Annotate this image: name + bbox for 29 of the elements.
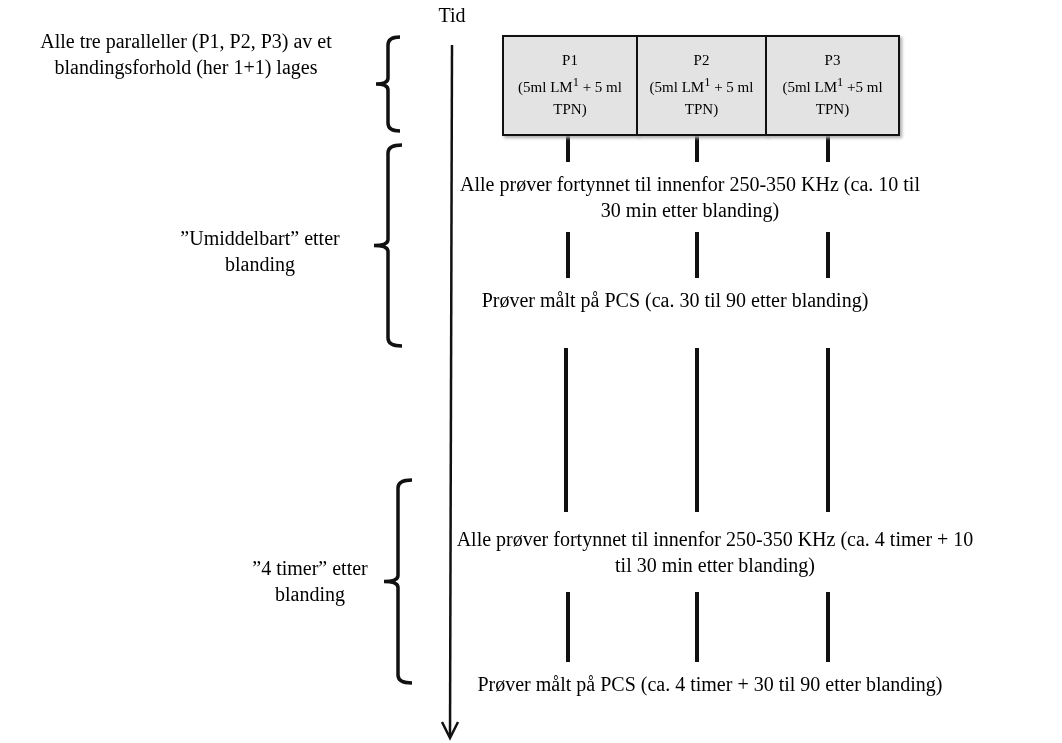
sample-box — [765, 35, 900, 136]
connector-line — [566, 592, 570, 662]
connector-line — [695, 348, 699, 512]
connector-line — [826, 592, 830, 662]
step-text: Prøver målt på PCS (ca. 30 til 90 etter blanding) — [481, 288, 869, 313]
sample-label: P1 — [561, 51, 579, 70]
sample-content: (5ml LM$^{1}$ + 5 ml TPN) — [517, 74, 623, 119]
connector-line — [566, 136, 570, 162]
step-text: Alle prøver fortynnet til innenfor 250-350 KHz (ca. 4 timer + 10 til 30 min etter blanding) — [455, 527, 975, 578]
connector-line — [826, 232, 830, 278]
connector-line — [566, 232, 570, 278]
sample-box — [636, 35, 767, 136]
bracket-label: Alle tre paralleller (P1, P2, P3) av et blandingsforhold (her 1+1) lages — [39, 29, 333, 80]
sample-label: P3 — [823, 51, 842, 70]
connector-line — [826, 348, 830, 512]
step-text: Alle prøver fortynnet til innenfor 250-350 KHz (ca. 10 til 30 min etter blanding) — [459, 172, 921, 223]
bracket-label: ”4 timer” etter blanding — [251, 556, 369, 607]
connector-line — [695, 592, 699, 662]
axis-label: Tid — [437, 3, 467, 28]
bracket-label: ”Umiddelbart” etter blanding — [179, 226, 341, 277]
sample-content: (5ml LM$^{1}$ + 5 ml TPN) — [648, 74, 755, 119]
sample-box — [502, 35, 638, 136]
connector-line — [826, 136, 830, 162]
sample-label: P2 — [692, 51, 711, 70]
step-text: Prøver målt på PCS (ca. 4 timer + 30 til 90 etter blanding) — [477, 672, 943, 697]
connector-line — [564, 348, 568, 512]
sample-content: (5ml LM$^{1}$ +5 ml TPN) — [781, 74, 884, 119]
connector-line — [695, 232, 699, 278]
connector-line — [695, 136, 699, 162]
